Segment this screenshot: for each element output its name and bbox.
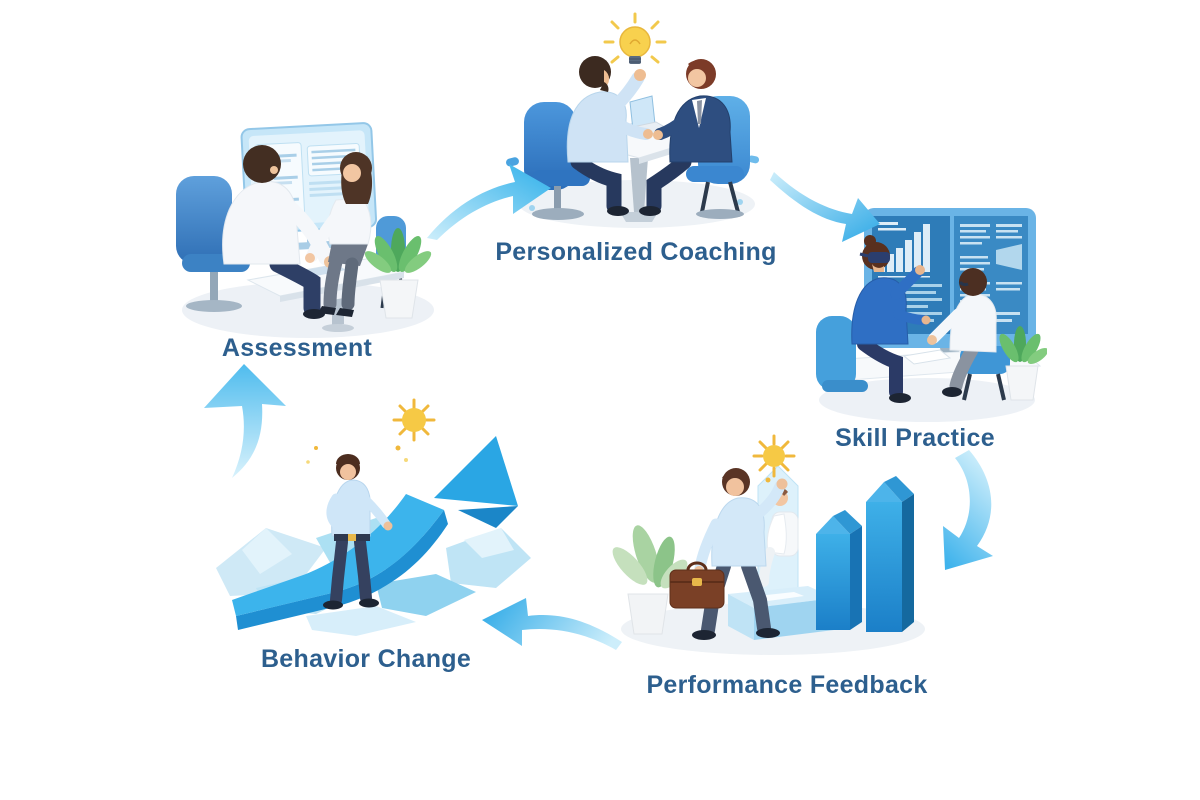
- performance-feedback-illustration-icon: [612, 434, 925, 655]
- stage-assessment: [160, 112, 440, 347]
- vr-woman-icon: [816, 235, 931, 403]
- coach-man-icon: [566, 56, 653, 216]
- briefcase-icon: [669, 561, 725, 609]
- curved-arrow-icon-skill-practice-to-feedback: [913, 446, 1015, 579]
- office-chair-icon: [524, 102, 590, 220]
- coaching-illustration-icon: [506, 12, 760, 228]
- coachee-man-icon: [639, 59, 733, 216]
- sun-icon: [306, 398, 436, 464]
- curved-arrow-icon-feedback-to-behavior-change: [474, 590, 626, 663]
- plant-icon: [999, 326, 1047, 401]
- skill-practice-illustration-icon: [816, 208, 1047, 422]
- stage-label-performance-feedback: Performance Feedback: [646, 671, 928, 699]
- seated-man-icon: [222, 145, 336, 319]
- curved-arrow-icon-behavior-change-to-assessment: [198, 362, 292, 485]
- stage-label-skill-practice: Skill Practice: [835, 424, 995, 452]
- observer-man-icon: [927, 268, 1010, 401]
- stage-label-behavior-change: Behavior Change: [260, 645, 472, 673]
- curved-arrow-icon-coaching-to-skill-practice: [768, 160, 882, 255]
- plant-icon: [364, 228, 432, 319]
- vr-headset-icon: [859, 252, 890, 263]
- standing-man-icon: [669, 468, 788, 640]
- stage-label-personalized-coaching: Personalized Coaching: [495, 238, 777, 266]
- behavior-change-illustration-icon: [216, 398, 531, 636]
- lightbulb-icon: [603, 12, 667, 64]
- stage-skill-practice: [812, 198, 1047, 423]
- stage-performance-feedback: [608, 424, 928, 659]
- assessment-illustration-icon: [176, 122, 434, 338]
- stage-label-assessment: Assessment: [221, 334, 373, 362]
- stage-behavior-change: [196, 378, 541, 643]
- seated-woman-icon: [305, 152, 373, 317]
- standing-man-icon: [323, 454, 393, 610]
- stage-personalized-coaching: [502, 12, 772, 232]
- curved-arrow-icon-assessment-to-coaching: [423, 148, 555, 249]
- sun-icon: [752, 434, 796, 483]
